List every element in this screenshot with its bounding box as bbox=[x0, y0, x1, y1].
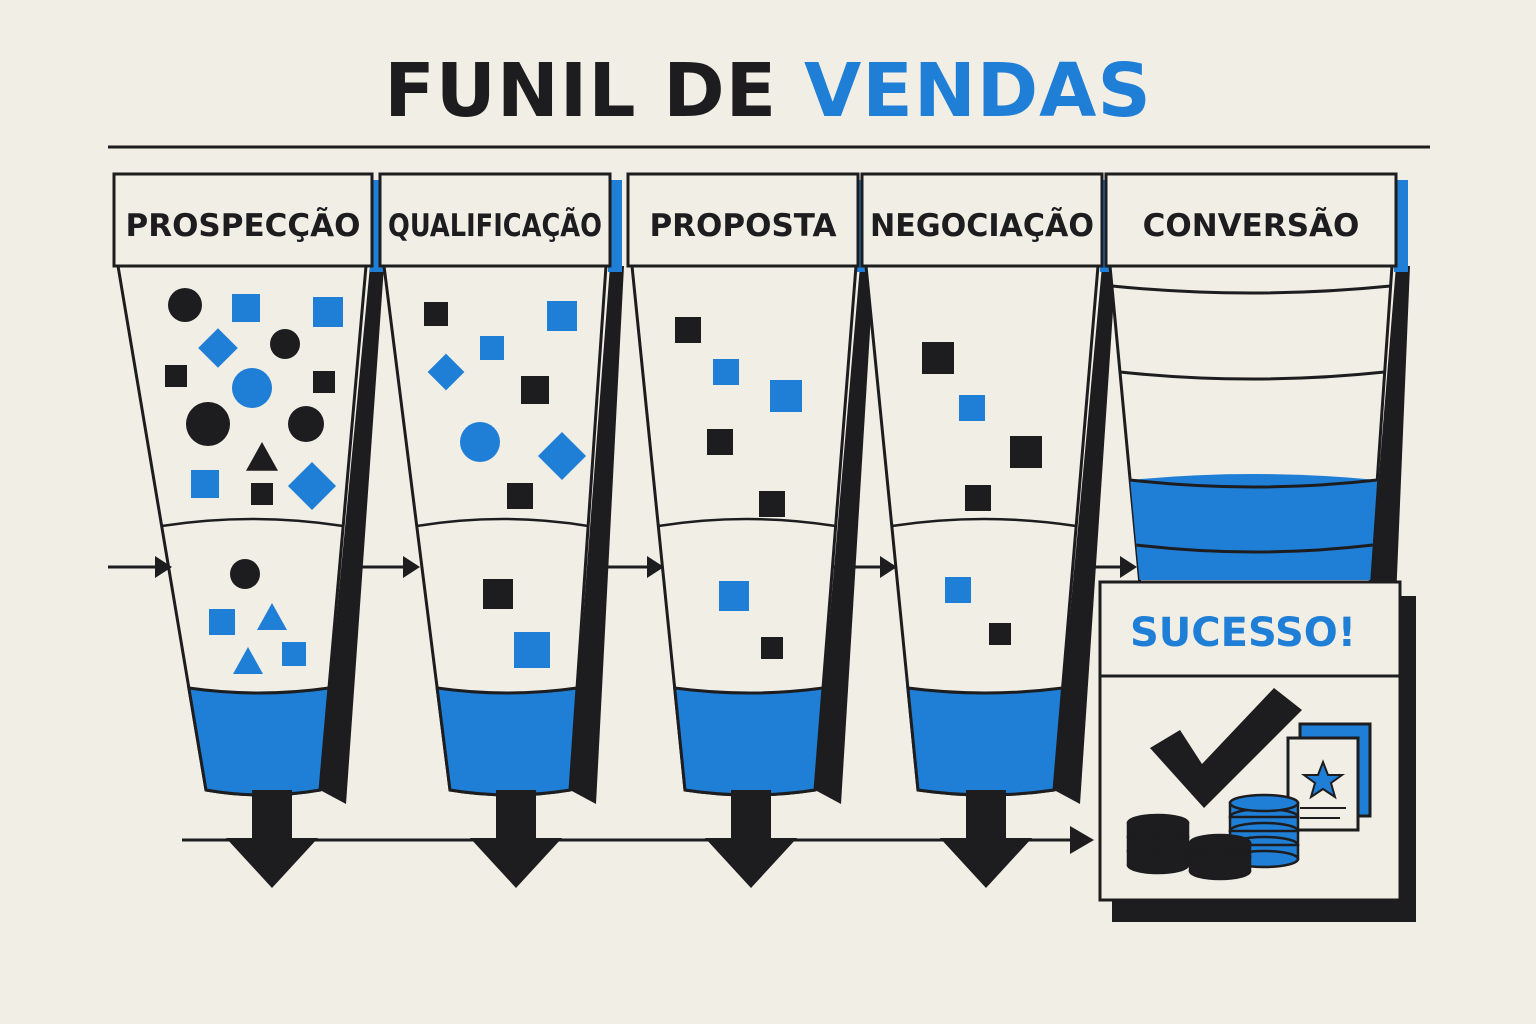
flow-arrow-icon bbox=[155, 556, 172, 578]
particle-circle bbox=[168, 288, 202, 322]
stage-label: PROSPECÇÃO bbox=[125, 207, 360, 244]
cup-liquid bbox=[906, 686, 1065, 797]
particle-diamond bbox=[287, 461, 337, 511]
particle-square bbox=[959, 395, 985, 421]
particle-square bbox=[965, 485, 991, 511]
particle-circle bbox=[270, 329, 300, 359]
down-arrow-icon bbox=[705, 790, 797, 888]
particle-circle bbox=[288, 406, 324, 442]
cup-band bbox=[1129, 478, 1378, 489]
cup-shadow bbox=[1370, 266, 1410, 599]
stage-header bbox=[112, 172, 374, 268]
particle-square bbox=[313, 297, 343, 327]
bottom-flow-arrowhead bbox=[1070, 826, 1094, 854]
success-card: SUCESSO! bbox=[1098, 580, 1416, 922]
cup-band bbox=[658, 517, 836, 528]
cup-liquid bbox=[672, 686, 825, 797]
particle-square bbox=[282, 642, 306, 666]
flow-arrows bbox=[108, 556, 1137, 578]
particle-square bbox=[191, 470, 219, 498]
checkmark-icon bbox=[1150, 688, 1302, 808]
cup-particles bbox=[165, 288, 1042, 674]
stage-cup: PROPOSTA bbox=[626, 172, 874, 804]
stage-label: QUALIFICAÇÃO bbox=[388, 207, 602, 244]
particle-square bbox=[989, 623, 1011, 645]
particle-square bbox=[547, 301, 577, 331]
cup-band bbox=[1119, 370, 1385, 381]
particle-square bbox=[507, 483, 533, 509]
particle-square bbox=[675, 317, 701, 343]
cup-band bbox=[1136, 543, 1373, 554]
particle-circle bbox=[230, 559, 260, 589]
particle-square bbox=[232, 294, 260, 322]
stage-cup: CONVERSÃO bbox=[1104, 172, 1410, 599]
flow-arrow-icon bbox=[880, 556, 897, 578]
particle-diamond bbox=[537, 431, 587, 481]
down-arrow-icon bbox=[226, 790, 318, 888]
cup-band bbox=[1111, 284, 1391, 295]
down-arrow-icon bbox=[470, 790, 562, 888]
particle-square bbox=[770, 380, 802, 412]
cup-shadow bbox=[320, 266, 384, 804]
particle-triangle bbox=[257, 603, 287, 630]
title-main: FUNIL DE bbox=[384, 48, 778, 134]
cup-shadow bbox=[1054, 266, 1116, 804]
particle-square bbox=[480, 336, 504, 360]
stage-header bbox=[860, 172, 1104, 268]
flow-arrow-icon bbox=[403, 556, 420, 578]
title-accent: VENDAS bbox=[804, 48, 1152, 134]
particle-triangle bbox=[233, 647, 263, 674]
flow-arrow-icon bbox=[1120, 556, 1137, 578]
cup-shadow bbox=[815, 266, 874, 804]
cup-shadow bbox=[570, 266, 624, 804]
particle-square bbox=[719, 581, 749, 611]
particle-square bbox=[761, 637, 783, 659]
stage-cup: PROSPECÇÃO bbox=[112, 172, 384, 804]
particle-square bbox=[521, 376, 549, 404]
particle-square bbox=[713, 359, 739, 385]
particle-square bbox=[945, 577, 971, 603]
particle-circle bbox=[186, 402, 230, 446]
page-title: FUNIL DE VENDAS bbox=[0, 48, 1536, 134]
particle-square bbox=[424, 302, 448, 326]
cup-liquid bbox=[1130, 474, 1378, 580]
particle-square bbox=[514, 632, 550, 668]
particle-diamond bbox=[198, 328, 238, 368]
particle-diamond bbox=[427, 353, 465, 391]
particle-square bbox=[922, 342, 954, 374]
stage-cup: NEGOCIAÇÃO bbox=[860, 172, 1116, 804]
stage-header bbox=[626, 172, 860, 268]
certificate-icon bbox=[1286, 722, 1372, 832]
particle-triangle bbox=[246, 442, 278, 471]
down-arrow-icon bbox=[940, 790, 1032, 888]
particle-square bbox=[759, 491, 785, 517]
particle-square bbox=[165, 365, 187, 387]
flow-arrow-icon bbox=[647, 556, 664, 578]
particle-square bbox=[251, 483, 273, 505]
cup-liquid bbox=[435, 686, 579, 797]
cup-band bbox=[161, 517, 344, 528]
stage-header bbox=[378, 172, 612, 268]
particle-square bbox=[483, 579, 513, 609]
down-arrows bbox=[226, 790, 1032, 888]
particle-square bbox=[209, 609, 235, 635]
particle-square bbox=[313, 371, 335, 393]
cup-band bbox=[891, 517, 1077, 528]
cup-liquid bbox=[187, 686, 331, 797]
particle-circle bbox=[460, 422, 500, 462]
stage-label: NEGOCIAÇÃO bbox=[870, 207, 1094, 244]
stage-label: CONVERSÃO bbox=[1143, 207, 1360, 244]
cup-band bbox=[416, 517, 589, 528]
particle-square bbox=[1010, 436, 1042, 468]
stage-label: PROPOSTA bbox=[649, 208, 836, 244]
success-label: SUCESSO! bbox=[1130, 610, 1356, 656]
stage-header bbox=[1104, 172, 1398, 268]
particle-circle bbox=[232, 368, 272, 408]
stage-cup: QUALIFICAÇÃO bbox=[378, 172, 624, 804]
particle-square bbox=[707, 429, 733, 455]
coins-icon bbox=[1126, 793, 1300, 881]
